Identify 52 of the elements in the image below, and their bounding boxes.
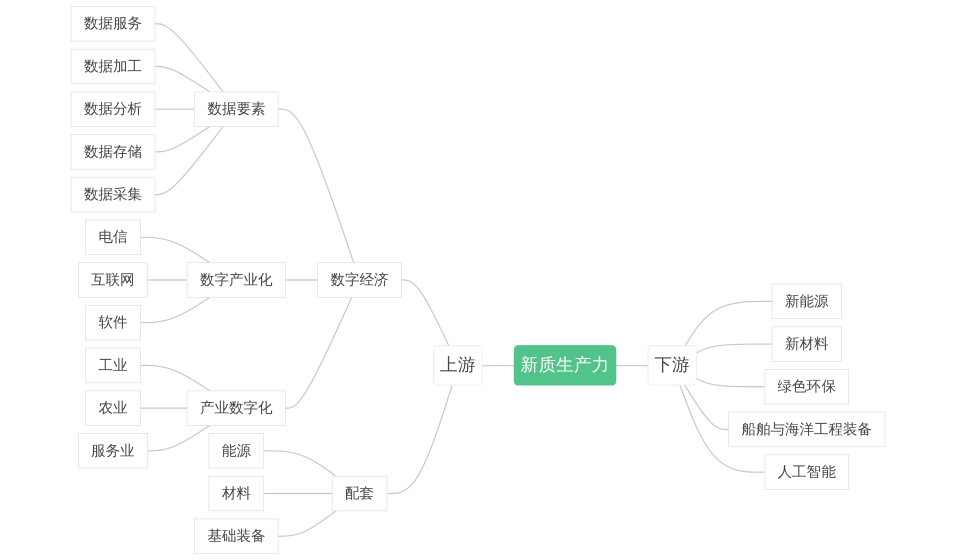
topic-box: 绿色环保: [764, 369, 850, 404]
connector-line: [154, 126, 210, 152]
topic-box: 数据采集: [70, 176, 156, 212]
topic-box: 数字经济: [317, 262, 402, 298]
topic-box: 新能源: [772, 284, 842, 320]
connector-line: [482, 364, 515, 366]
connector-line: [684, 385, 729, 430]
connector-line: [140, 408, 188, 409]
topic-box: 软件: [85, 304, 141, 340]
topic-box: 服务业: [78, 433, 148, 469]
connector-line: [148, 279, 188, 281]
connector-line: [696, 378, 765, 388]
connector-line: [401, 279, 450, 346]
connector-line: [278, 510, 336, 537]
topic-box: 人工智能: [764, 454, 850, 490]
connector-line: [140, 364, 210, 392]
connector-line: [386, 385, 453, 494]
topic-box: 基础装备: [194, 518, 279, 554]
topic-box: 数据存储: [70, 134, 156, 170]
root-topic-box: 新质生产力: [514, 345, 616, 386]
connector-line: [154, 108, 194, 110]
connector-line: [278, 108, 354, 263]
topic-box: 船舶与海洋工程装备: [728, 412, 886, 448]
connector-line: [140, 296, 210, 324]
connector-line: [154, 66, 210, 92]
topic-box: 数据加工: [70, 48, 156, 84]
connector-line: [264, 492, 332, 494]
topic-box: 数据分析: [70, 91, 156, 127]
topic-box: 数字产业化: [186, 262, 286, 298]
topic-box: 材料: [208, 476, 264, 512]
connector-line: [148, 424, 210, 452]
connector-line: [154, 23, 224, 92]
connector-line: [140, 236, 210, 264]
connector-line: [264, 450, 336, 477]
topic-box: 数据服务: [70, 6, 156, 42]
connector-line: [616, 364, 648, 366]
connector-line: [154, 126, 224, 196]
topic-box: 互联网: [78, 262, 148, 298]
connector-line: [285, 297, 352, 409]
topic-box: 电信: [85, 220, 141, 256]
topic-box: 新材料: [772, 326, 842, 362]
branch-topic-box: 下游: [648, 345, 697, 386]
topic-box: 配套: [332, 476, 388, 512]
topic-box: 产业数字化: [186, 390, 286, 426]
connector-line: [679, 385, 765, 473]
connector-line: [285, 279, 318, 281]
connector-line: [684, 300, 772, 346]
topic-box: 数据要素: [194, 91, 279, 127]
topic-box: 农业: [85, 390, 141, 426]
topic-box: 工业: [85, 348, 141, 384]
topic-box: 能源: [208, 433, 264, 469]
connector-line: [696, 343, 772, 354]
